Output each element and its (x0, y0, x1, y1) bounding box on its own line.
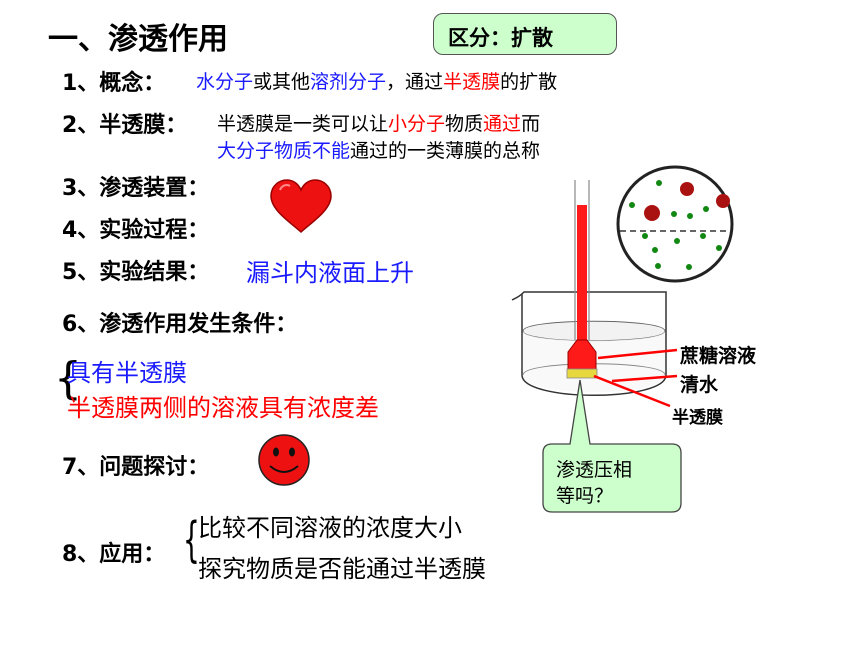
application-brace: { (183, 512, 200, 568)
concept-text: 水分子或其他溶剂分子，通过半透膜的扩散 (196, 67, 557, 94)
callout-diffusion-text: 区分：扩散 (448, 26, 553, 50)
callout-pressure-line-2: 等吗？ (556, 485, 614, 507)
process-label: 4、实验过程： (62, 218, 210, 243)
discussion-label: 7、问题探讨： (62, 455, 210, 480)
smiley-icon (258, 434, 310, 486)
application-label: 8、应用： (62, 542, 166, 567)
result-label: 5、实验结果： (62, 260, 210, 285)
membrane-label: 2、半透膜： (62, 113, 188, 138)
heart-icon (270, 179, 332, 234)
condition-1: 具有半透膜 (67, 359, 187, 387)
membrane-l2-part-1: 大分子物质不能 (217, 140, 351, 162)
label-water: 清水 (680, 374, 719, 396)
membrane-line-2: 大分子物质不能通过的一类薄膜的总称 (217, 136, 540, 163)
concept-part-2: 或其他 (253, 71, 311, 93)
beaker (511, 291, 667, 396)
membrane-l1-part-2: 小分子 (388, 113, 446, 135)
membrane-l1-part-5: 而 (521, 113, 541, 135)
condition-2: 半透膜两侧的溶液具有浓度差 (67, 388, 379, 423)
membrane-l1-part-1: 半透膜是一类可以让 (217, 113, 389, 135)
label-membrane: 半透膜 (672, 408, 723, 428)
membrane-l1-part-3: 物质 (445, 113, 484, 135)
callout-pressure-line-1: 渗透压相 (556, 459, 633, 481)
molecule-zoom-circle (616, 165, 734, 283)
conditions-label: 6、渗透作用发生条件： (62, 312, 298, 337)
concept-part-5: 半透膜 (443, 71, 501, 93)
concept-part-4: ，通过 (386, 71, 444, 93)
concept-part-1: 水分子 (196, 71, 254, 93)
membrane-l1-part-4: 通过 (483, 113, 522, 135)
concept-label: 1、概念： (62, 71, 166, 96)
label-sucrose: 蔗糖溶液 (680, 345, 757, 367)
concept-row: 1、概念： (62, 65, 165, 97)
conditions-brace: { (54, 353, 82, 404)
result-value: 漏斗内液面上升 (246, 259, 414, 287)
concept-part-3: 溶剂分子 (310, 71, 387, 93)
condition-2-part-1: 半透膜两侧的溶液具有 (67, 394, 307, 422)
condition-2-part-2: 浓度差 (307, 394, 379, 422)
membrane-line-1: 半透膜是一类可以让小分子物质通过而 (217, 109, 540, 136)
osmosis-funnel (566, 180, 598, 379)
page-title: 一、渗透作用 (48, 22, 228, 57)
application-1: 比较不同溶液的浓度大小 (198, 514, 462, 542)
device-label: 3、渗透装置： (62, 176, 210, 201)
concept-part-6: 的扩散 (500, 71, 558, 93)
application-2: 探究物质是否能通过半透膜 (198, 555, 486, 583)
callout-diffusion: 区分：扩散 (433, 13, 617, 55)
membrane-l2-part-2: 通过的一类薄膜的总称 (350, 140, 541, 162)
diagram-pointers (593, 348, 678, 408)
